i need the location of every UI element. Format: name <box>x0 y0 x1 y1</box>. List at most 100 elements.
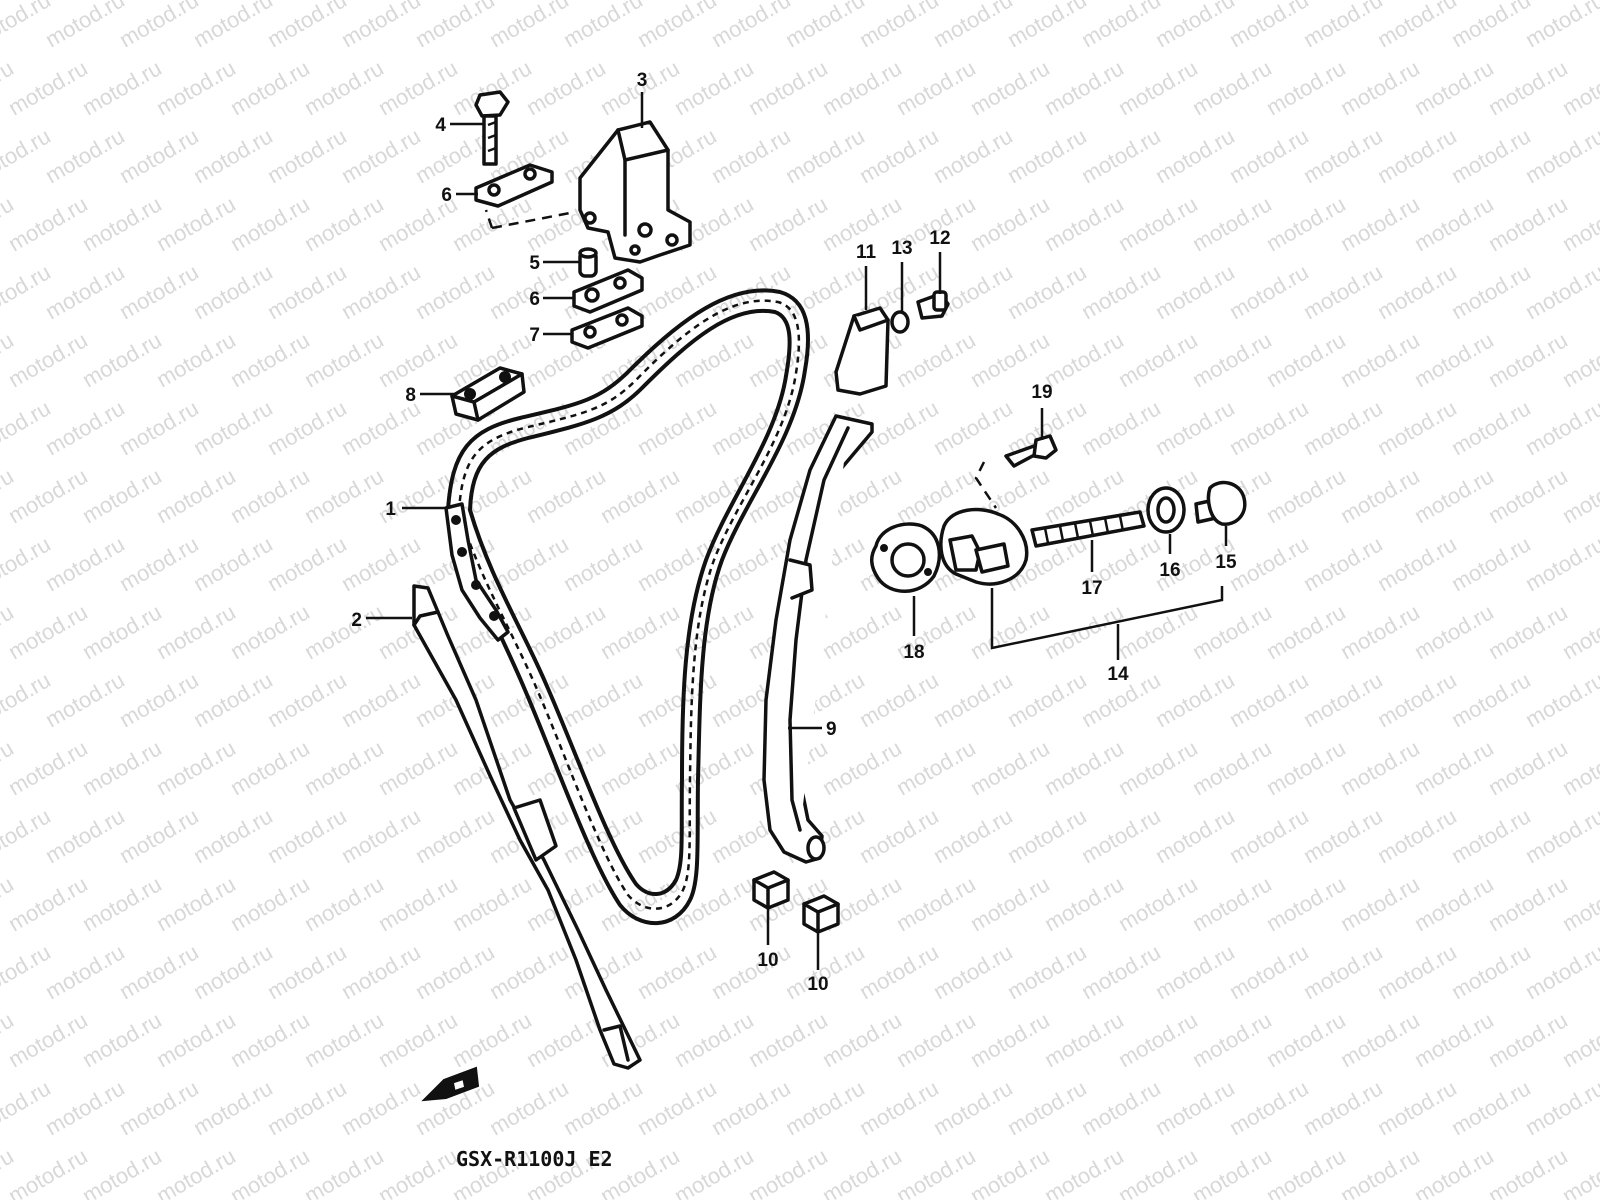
watermark-text: motod.ru <box>929 395 1017 460</box>
watermark-text: motod.ru <box>559 667 647 732</box>
callout-10-a: 10 <box>757 950 778 971</box>
watermark-text: motod.ru <box>263 0 351 52</box>
watermark-text: motod.ru <box>929 939 1017 1004</box>
part-6-plate-lower <box>572 268 644 314</box>
watermark-text: motod.ru <box>966 599 1054 664</box>
watermark-text: motod.ru <box>0 123 55 188</box>
watermark-text: motod.ru <box>670 327 758 392</box>
watermark-text: motod.ru <box>226 55 314 120</box>
watermark-text: motod.ru <box>1188 1007 1276 1072</box>
watermark-text: motod.ru <box>337 667 425 732</box>
watermark-text: motod.ru <box>1336 55 1424 120</box>
watermark-text: motod.ru <box>1262 463 1350 528</box>
watermark-text: motod.ru <box>152 463 240 528</box>
watermark-text: motod.ru <box>1114 1143 1202 1200</box>
watermark-text: motod.ru <box>4 55 92 120</box>
watermark-text: motod.ru <box>1040 191 1128 256</box>
watermark-text: motod.ru <box>855 803 943 868</box>
watermark-text: motod.ru <box>1299 531 1387 596</box>
watermark-text: motod.ru <box>1262 1143 1350 1200</box>
watermark-text: motod.ru <box>1373 0 1461 52</box>
watermark-text: motod.ru <box>1077 0 1165 52</box>
watermark-text: motod.ru <box>226 871 314 936</box>
model-code: GSX-R1100J E2 <box>456 1147 613 1171</box>
part-12-screw <box>916 290 950 320</box>
callout-3: 3 <box>637 70 648 91</box>
watermark-text: motod.ru <box>41 939 129 1004</box>
watermark-text: motod.ru <box>1077 259 1165 324</box>
watermark-text: motod.ru <box>1077 803 1165 868</box>
callout-13: 13 <box>891 238 912 259</box>
watermark-text: motod.ru <box>596 463 684 528</box>
watermark-text: motod.ru <box>1521 259 1600 324</box>
watermark-text: motod.ru <box>1484 599 1572 664</box>
watermark-text: motod.ru <box>300 871 388 936</box>
watermark-text: motod.ru <box>41 531 129 596</box>
watermark-text: motod.ru <box>1521 803 1600 868</box>
watermark-text: motod.ru <box>0 531 55 596</box>
watermark-text: motod.ru <box>1521 531 1600 596</box>
watermark-text: motod.ru <box>1225 667 1313 732</box>
watermark-text: motod.ru <box>1040 599 1128 664</box>
watermark-text: motod.ru <box>1003 667 1091 732</box>
watermark-text: motod.ru <box>1188 191 1276 256</box>
watermark-text: motod.ru <box>1003 939 1091 1004</box>
watermark-text: motod.ru <box>4 735 92 800</box>
watermark-text: motod.ru <box>115 803 203 868</box>
watermark-text: motod.ru <box>559 0 647 52</box>
watermark-text: motod.ru <box>0 395 55 460</box>
callout-15: 15 <box>1215 552 1237 573</box>
part-11-guide-pad <box>834 306 890 396</box>
watermark-text: motod.ru <box>966 55 1054 120</box>
watermark-text: motod.ru <box>485 1075 573 1140</box>
watermark-text: motod.ru <box>559 803 647 868</box>
watermark-text: motod.ru <box>929 667 1017 732</box>
watermark-text: motod.ru <box>1040 1007 1128 1072</box>
watermark-text: motod.ru <box>189 1075 277 1140</box>
watermark-text: motod.ru <box>633 667 721 732</box>
watermark-text: motod.ru <box>78 735 166 800</box>
watermark-text: motod.ru <box>781 123 869 188</box>
watermark-text: motod.ru <box>1003 1075 1091 1140</box>
watermark-text: motod.ru <box>263 123 351 188</box>
watermark-text: motod.ru <box>189 0 277 52</box>
watermark-text: motod.ru <box>4 871 92 936</box>
watermark-text: motod.ru <box>1188 1143 1276 1200</box>
watermark-text: motod.ru <box>1299 803 1387 868</box>
watermark-text: motod.ru <box>892 1143 980 1200</box>
watermark-text: motod.ru <box>1336 327 1424 392</box>
part-13-washer <box>890 310 910 334</box>
watermark-text: motod.ru <box>411 803 499 868</box>
watermark-text: motod.ru <box>522 55 610 120</box>
watermark-text: motod.ru <box>1521 1075 1600 1140</box>
watermark-text: motod.ru <box>1336 1007 1424 1072</box>
watermark-text: motod.ru <box>1225 0 1313 52</box>
watermark-text: motod.ru <box>1299 667 1387 732</box>
watermark-text: motod.ru <box>1003 803 1091 868</box>
watermark-text: motod.ru <box>1484 871 1572 936</box>
watermark-text: motod.ru <box>4 463 92 528</box>
watermark-text: motod.ru <box>929 0 1017 52</box>
watermark-text: motod.ru <box>337 1075 425 1140</box>
part-1-cam-chain <box>444 288 810 926</box>
watermark-text: motod.ru <box>300 463 388 528</box>
watermark-text: motod.ru <box>744 1143 832 1200</box>
watermark-text: motod.ru <box>1410 1007 1498 1072</box>
watermark-text: motod.ru <box>226 463 314 528</box>
callout-10-b: 10 <box>807 974 828 995</box>
watermark-text: motod.ru <box>633 259 721 324</box>
watermark-text: motod.ru <box>1114 55 1202 120</box>
watermark-text: motod.ru <box>1151 939 1239 1004</box>
watermark-text: motod.ru <box>263 395 351 460</box>
watermark-text: motod.ru <box>1151 259 1239 324</box>
watermark-text: motod.ru <box>892 55 980 120</box>
watermark-text: motod.ru <box>1151 803 1239 868</box>
watermark-text: motod.ru <box>1040 55 1128 120</box>
watermark-text: motod.ru <box>1299 939 1387 1004</box>
watermark-text: motod.ru <box>744 191 832 256</box>
watermark-text: motod.ru <box>855 0 943 52</box>
watermark-text: motod.ru <box>1225 939 1313 1004</box>
watermark-text: motod.ru <box>522 463 610 528</box>
watermark-text: motod.ru <box>226 1007 314 1072</box>
